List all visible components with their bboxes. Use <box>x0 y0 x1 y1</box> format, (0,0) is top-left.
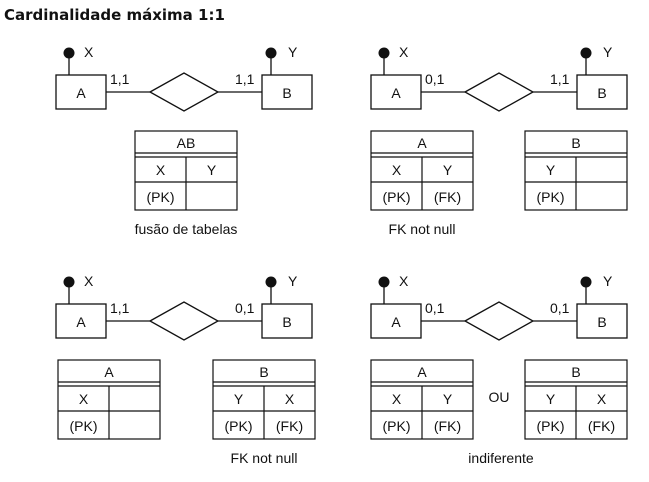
cardinality-a: 0,1 <box>425 300 445 316</box>
attr-b-label: Y <box>288 273 298 289</box>
page-title: Cardinalidade máxima 1:1 <box>4 6 225 24</box>
relational-table-1: AB X (PK) Y <box>134 130 238 211</box>
alternative-text: OU <box>489 389 510 405</box>
table-column-attribute: Y <box>546 162 556 178</box>
table-column-key: (PK) <box>70 418 98 434</box>
relational-table-2: BY (PK) X (FK) <box>524 359 628 440</box>
table-column-key: (FK) <box>434 189 461 205</box>
cardinality-a: 1,1 <box>110 300 130 316</box>
entity-a-label: A <box>76 314 86 330</box>
relationship-diamond <box>148 301 220 341</box>
table-column-key: (PK) <box>147 189 175 205</box>
table-name: A <box>417 364 427 380</box>
entity-a-label: A <box>391 314 401 330</box>
relationship-diamond <box>148 72 220 112</box>
relational-table-1: AX (PK) Y (FK) <box>370 359 474 440</box>
caption: fusão de tabelas <box>135 221 238 237</box>
attr-a-label: X <box>84 44 94 60</box>
entity-b-label: B <box>282 314 291 330</box>
table-column-attribute: X <box>392 391 402 407</box>
caption: FK not null <box>389 221 456 237</box>
attr-a-dot <box>63 276 75 288</box>
relational-table-1: AX (PK) Y (FK) <box>370 130 474 211</box>
attr-b-dot <box>265 276 277 288</box>
table-column-attribute: Y <box>443 162 453 178</box>
table-column-attribute: Y <box>443 391 453 407</box>
relationship-diamond <box>463 72 535 112</box>
cardinality-b: 1,1 <box>550 71 570 87</box>
table-column-key: (FK) <box>276 418 303 434</box>
cardinality-a: 1,1 <box>110 71 130 87</box>
attr-b-dot <box>580 47 592 59</box>
caption: indiferente <box>468 450 534 466</box>
table-column-attribute: Y <box>207 162 217 178</box>
attr-b-label: Y <box>603 273 613 289</box>
caption: FK not null <box>231 450 298 466</box>
relational-table-1: AX (PK) <box>57 359 161 440</box>
cardinality-a: 0,1 <box>425 71 445 87</box>
entity-a-label: A <box>391 85 401 101</box>
attr-a-dot <box>63 47 75 59</box>
entity-a-box <box>55 303 107 339</box>
table-column-key: (FK) <box>434 418 461 434</box>
table-column-key: (PK) <box>383 189 411 205</box>
cardinality-b: 0,1 <box>235 300 255 316</box>
relational-table-2: BY (PK) X (FK) <box>212 359 316 440</box>
table-column-key: (FK) <box>588 418 615 434</box>
table-name: A <box>104 364 114 380</box>
cardinality-b: 0,1 <box>550 300 570 316</box>
relationship-diamond <box>463 301 535 341</box>
attr-a-dot <box>378 47 390 59</box>
table-column-attribute: X <box>392 162 402 178</box>
table-column-attribute: X <box>597 391 607 407</box>
table-column-key: (PK) <box>537 189 565 205</box>
attr-a-label: X <box>399 44 409 60</box>
entity-b-label: B <box>597 85 606 101</box>
table-column-attribute: X <box>79 391 89 407</box>
cardinality-b: 1,1 <box>235 71 255 87</box>
table-column-attribute: X <box>285 391 295 407</box>
table-column-attribute: Y <box>234 391 244 407</box>
table-column-key: (PK) <box>225 418 253 434</box>
attr-a-label: X <box>399 273 409 289</box>
entity-b-label: B <box>282 85 291 101</box>
attr-b-label: Y <box>288 44 298 60</box>
table-column-attribute: Y <box>546 391 556 407</box>
attr-b-dot <box>580 276 592 288</box>
attr-b-dot <box>265 47 277 59</box>
attr-a-label: X <box>84 273 94 289</box>
attr-a-dot <box>378 276 390 288</box>
entity-b-box <box>261 303 313 339</box>
entity-a-box <box>370 303 422 339</box>
entity-b-label: B <box>597 314 606 330</box>
attr-b-label: Y <box>603 44 613 60</box>
table-name: B <box>571 364 580 380</box>
table-column-key: (PK) <box>383 418 411 434</box>
table-column-attribute: X <box>156 162 166 178</box>
table-name: B <box>571 135 580 151</box>
entity-a-label: A <box>76 85 86 101</box>
table-column-key: (PK) <box>537 418 565 434</box>
table-name: B <box>259 364 268 380</box>
entity-b-box <box>576 74 628 110</box>
relational-table-2: BY (PK) <box>524 130 628 211</box>
table-name: AB <box>177 135 196 151</box>
table-name: A <box>417 135 427 151</box>
